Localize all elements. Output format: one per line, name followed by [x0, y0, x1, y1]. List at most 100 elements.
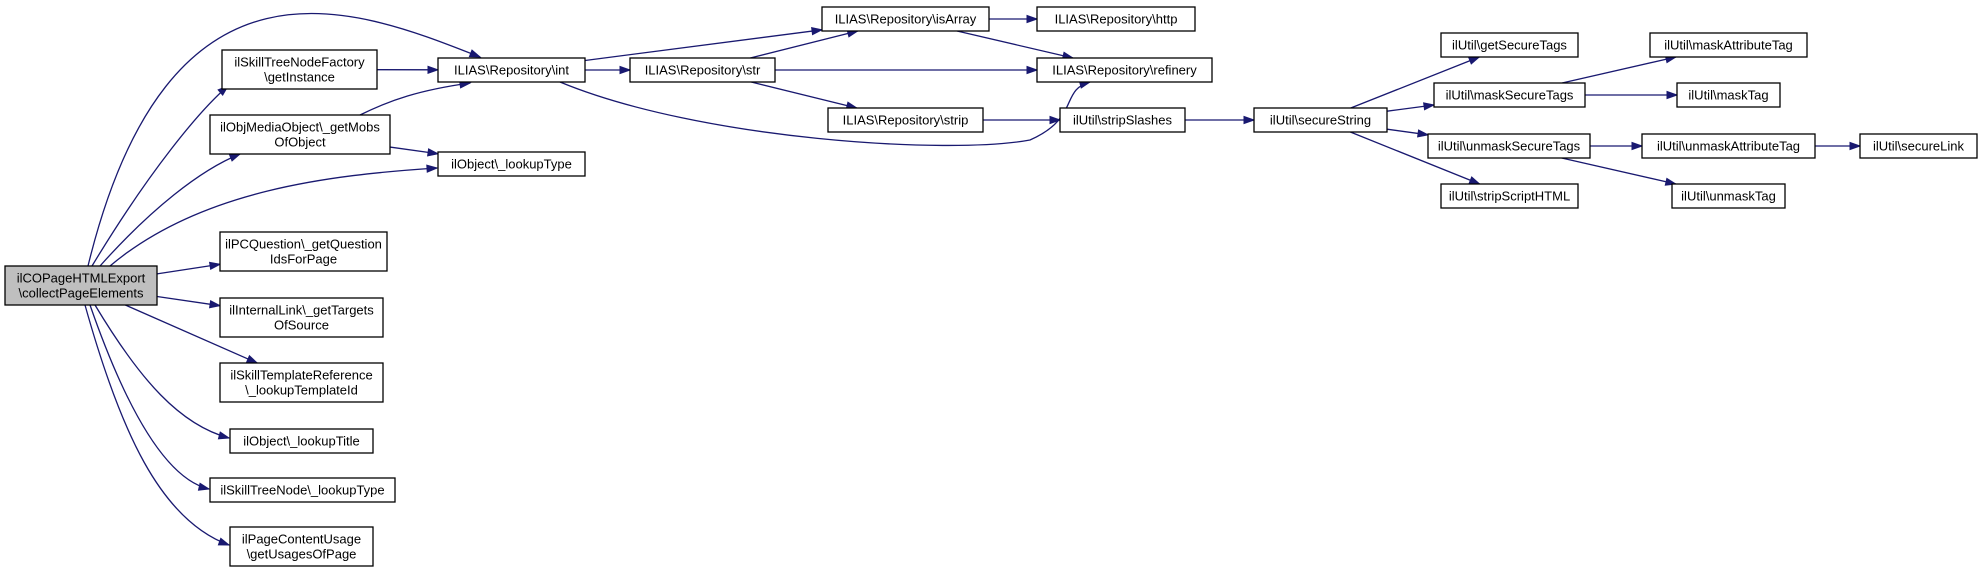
node-pagecontent[interactable]: ilPageContentUsage\getUsagesOfPage [229, 526, 374, 567]
node-box [1641, 133, 1816, 159]
node-util-masksecuretags[interactable]: ilUtil\maskSecureTags [1433, 82, 1586, 108]
node-label: ilSkillTreeNodeFactory [234, 55, 365, 70]
arrowhead-icon [208, 261, 222, 271]
node-util-stripscripthtml[interactable]: ilUtil\stripScriptHTML [1440, 183, 1579, 209]
edge-util_securestring-to-util_unmasksecuretags [1386, 128, 1430, 138]
node-label: ilObject\_lookupType [451, 157, 572, 172]
node-box [629, 57, 776, 83]
edge-repo_int-to-repo_str [585, 65, 632, 75]
edge-line [89, 304, 210, 490]
node-util-stripslashes[interactable]: ilUtil\stripSlashes [1059, 107, 1186, 133]
node-label: ilPCQuestion\_getQuestion [225, 237, 382, 252]
edge-line [99, 153, 241, 267]
node-box [437, 151, 586, 177]
node-label: ilUtil\unmaskSecureTags [1438, 139, 1581, 154]
edge-line [87, 12, 481, 267]
node-label: ilUtil\maskSecureTags [1446, 88, 1574, 103]
node-util-getsecuretags[interactable]: ilUtil\getSecureTags [1440, 32, 1579, 58]
edge-repo_strip-to-util_stripslashes [983, 115, 1062, 125]
edge-repo_str-to-repo_refinery [775, 65, 1039, 75]
node-label: ilUtil\stripScriptHTML [1449, 189, 1570, 204]
node-box [1859, 133, 1978, 159]
node-box [1671, 183, 1786, 209]
edge-root-to-pcquestion [156, 261, 222, 275]
edge-line [84, 304, 230, 546]
edge-line [156, 295, 221, 307]
node-box [219, 362, 384, 403]
node-skill-factory[interactable]: ilSkillTreeNodeFactory\getInstance [221, 49, 378, 90]
node-label: ilUtil\unmaskTag [1681, 189, 1776, 204]
edge-line [156, 263, 221, 275]
edge-util_securestring-to-util_masksecuretags [1386, 102, 1436, 112]
edge-util_unmasksecuretags-to-util_unmaskattributetag [1590, 141, 1644, 151]
node-repo-str[interactable]: ILIAS\Repository\str [629, 57, 776, 83]
edge-util_masksecuretags-to-util_maskattributetag [1561, 55, 1678, 84]
node-box [1253, 107, 1388, 133]
node-repo-refinery[interactable]: ILIAS\Repository\refinery [1036, 57, 1213, 83]
node-label: ILIAS\Repository\isArray [835, 12, 977, 27]
node-label: ILIAS\Repository\strip [843, 113, 969, 128]
edge-line [125, 304, 258, 364]
nodes: ilCOPageHTMLExport\collectPageElements il… [4, 6, 1978, 567]
arrowhead-icon [427, 65, 440, 75]
node-repo-strip[interactable]: ILIAS\Repository\strip [827, 107, 984, 133]
edge-util_stripslashes-to-util_securestring [1185, 115, 1256, 125]
node-box [229, 526, 374, 567]
node-util-masktag[interactable]: ilUtil\maskTag [1676, 82, 1781, 108]
node-util-unmasktag[interactable]: ilUtil\unmaskTag [1671, 183, 1786, 209]
node-util-maskattributetag[interactable]: ilUtil\maskAttributeTag [1649, 32, 1808, 58]
node-skilltreenode[interactable]: ilSkillTreeNode\_lookupType [209, 477, 396, 503]
node-label: ilInternalLink\_getTargets [229, 303, 374, 318]
arrowhead-icon [426, 164, 439, 173]
node-label: ilUtil\getSecureTags [1452, 38, 1567, 53]
node-util-unmasksecuretags[interactable]: ilUtil\unmaskSecureTags [1427, 133, 1591, 159]
node-box [219, 231, 388, 272]
node-box [821, 6, 990, 32]
node-box [1649, 32, 1808, 58]
node-skilltemplate[interactable]: ilSkillTemplateReference\_lookupTemplate… [219, 362, 384, 403]
node-label: ilSkillTemplateReference [230, 368, 372, 383]
arrowhead-icon [1666, 90, 1679, 100]
edge-root-to-skilltreenode [89, 304, 211, 491]
node-label: ilObjMediaObject\_getMobs [220, 120, 380, 135]
node-label: ILIAS\Repository\refinery [1052, 63, 1197, 78]
edge-line [91, 85, 229, 267]
node-box [1676, 82, 1781, 108]
node-label: \_lookupTemplateId [245, 383, 358, 398]
node-object-title[interactable]: ilObject\_lookupTitle [229, 428, 374, 454]
node-box [4, 265, 158, 306]
node-util-unmaskattributetag[interactable]: ilUtil\unmaskAttributeTag [1641, 133, 1816, 159]
node-label: ilUtil\maskTag [1688, 88, 1768, 103]
node-box [219, 297, 384, 338]
arrowhead-icon [619, 65, 632, 75]
node-box [209, 114, 391, 155]
node-box [1036, 57, 1213, 83]
node-util-securelink[interactable]: ilUtil\secureLink [1859, 133, 1978, 159]
edge-skill_factory-to-repo_int [376, 65, 440, 75]
arrowhead-icon [197, 482, 211, 491]
edge-root-to-object_type [109, 164, 439, 267]
node-repo-http[interactable]: ILIAS\Repository\http [1036, 6, 1196, 32]
edge-root-to-object_title [94, 304, 231, 440]
edge-line [1350, 131, 1480, 185]
arrowhead-icon [1631, 141, 1644, 151]
node-util-securestring[interactable]: ilUtil\secureString [1253, 107, 1388, 133]
node-object-type[interactable]: ilObject\_lookupType [437, 151, 586, 177]
edge-objmedia-to-object_type [389, 146, 440, 157]
edge-util_masksecuretags-to-util_masktag [1585, 90, 1679, 100]
node-repo-int[interactable]: ILIAS\Repository\int [437, 57, 586, 83]
arrowhead-icon [1049, 115, 1062, 125]
node-repo-isarray[interactable]: ILIAS\Repository\isArray [821, 6, 990, 32]
edge-line [1561, 56, 1677, 84]
edge-root-to-repo_int [87, 12, 482, 267]
node-box [1433, 82, 1586, 108]
edge-line [1350, 56, 1480, 109]
node-label: ILIAS\Repository\int [454, 63, 569, 78]
node-root[interactable]: ilCOPageHTMLExport\collectPageElements [4, 265, 158, 306]
node-label: ilUtil\maskAttributeTag [1664, 38, 1793, 53]
node-label: ilUtil\secureString [1270, 113, 1371, 128]
